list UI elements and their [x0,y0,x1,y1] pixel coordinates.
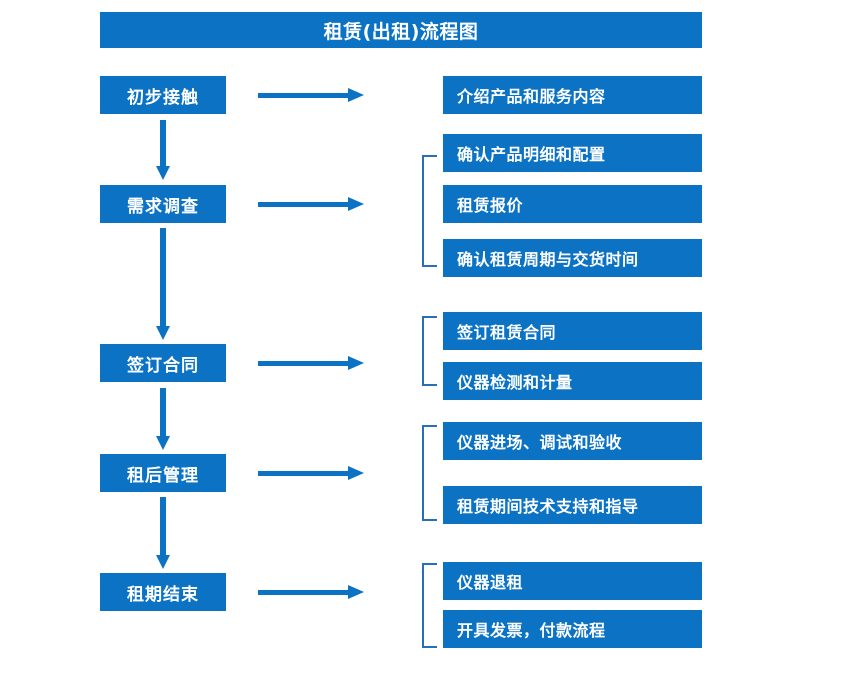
horizontal-arrow-5 [258,585,364,599]
vertical-arrow-4-5 [156,497,170,569]
bracket-connector-5 [422,563,437,648]
arrow-head-icon [348,466,364,480]
horizontal-arrow-3 [258,356,364,370]
detail-box-1-1[interactable]: 介绍产品和服务内容 [443,76,702,114]
arrow-head-icon [156,436,170,450]
arrow-head-icon [156,326,170,340]
detail-box-5-2[interactable]: 开具发票，付款流程 [443,610,702,648]
horizontal-arrow-4 [258,466,364,480]
horizontal-arrow-2 [258,197,364,211]
detail-box-2-2[interactable]: 租赁报价 [443,185,702,223]
detail-box-2-1[interactable]: 确认产品明细和配置 [443,134,702,172]
arrow-head-icon [156,166,170,180]
detail-box-4-2[interactable]: 租赁期间技术支持和指导 [443,486,702,524]
arrow-shaft [258,93,350,98]
arrow-shaft [258,471,350,476]
arrow-head-icon [348,356,364,370]
arrow-shaft [160,497,166,555]
detail-box-5-1[interactable]: 仪器退租 [443,562,702,600]
arrow-head-icon [348,585,364,599]
arrow-shaft [258,590,350,595]
bracket-connector-4 [422,425,437,521]
bracket-connector-3 [422,316,437,386]
stage-box-4[interactable]: 租后管理 [100,454,226,492]
bracket-connector-2 [422,155,437,267]
arrow-head-icon [348,197,364,211]
vertical-arrow-2-3 [156,228,170,340]
detail-box-3-2[interactable]: 仪器检测和计量 [443,362,702,400]
detail-box-2-3[interactable]: 确认租赁周期与交货时间 [443,239,702,277]
stage-box-2[interactable]: 需求调查 [100,185,226,223]
arrow-shaft [258,361,350,366]
stage-box-5[interactable]: 租期结束 [100,573,226,611]
arrow-shaft [258,202,350,207]
arrow-shaft [160,120,166,166]
detail-box-3-1[interactable]: 签订租赁合同 [443,312,702,350]
arrow-shaft [160,228,166,326]
stage-box-1[interactable]: 初步接触 [100,76,226,114]
arrow-shaft [160,388,166,436]
horizontal-arrow-1 [258,88,364,102]
arrow-head-icon [348,88,364,102]
vertical-arrow-3-4 [156,388,170,450]
stage-box-3[interactable]: 签订合同 [100,344,226,382]
arrow-head-icon [156,555,170,569]
diagram-title: 租赁(出租)流程图 [100,12,702,48]
vertical-arrow-1-2 [156,120,170,180]
detail-box-4-1[interactable]: 仪器进场、调试和验收 [443,422,702,460]
